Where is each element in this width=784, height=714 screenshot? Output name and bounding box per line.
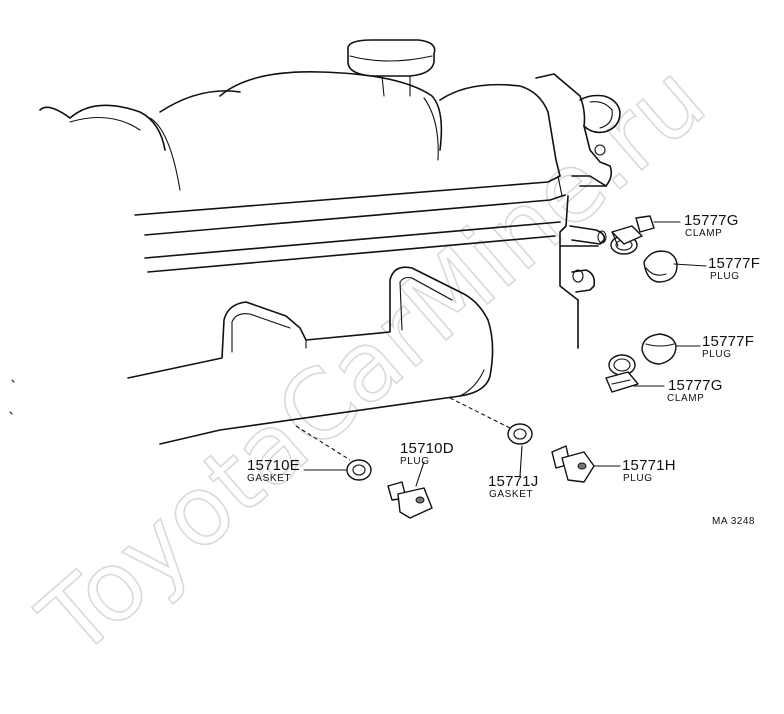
part-name: PLUG [702, 349, 732, 360]
gasket-right-part [507, 423, 533, 445]
part-name: PLUG [623, 473, 653, 484]
callout-leader-lines [303, 221, 707, 487]
callout-gasket-left: 15710E GASKET [247, 457, 300, 484]
part-number: 15777F [702, 333, 754, 350]
plug-right-part [551, 445, 595, 483]
clamp-upper-part [610, 215, 655, 255]
callout-clamp-upper: 15777G CLAMP [684, 212, 739, 239]
part-number: 15710E [247, 457, 300, 474]
part-number: 15777G [668, 377, 723, 394]
part-name: CLAMP [685, 228, 722, 239]
plug-upper-part [643, 250, 678, 283]
gasket-left-part [346, 459, 372, 481]
part-number: 15771J [488, 473, 538, 490]
part-number: 15777G [684, 212, 739, 229]
callout-plug-lower: 15777F PLUG [702, 333, 754, 360]
engine-block-outline [9, 39, 621, 445]
part-name: PLUG [400, 456, 430, 467]
part-name: PLUG [710, 271, 740, 282]
clamp-lower-part [605, 354, 639, 393]
part-number: 15771H [622, 457, 676, 474]
part-name: CLAMP [667, 393, 704, 404]
part-number: 15777F [708, 255, 760, 272]
plug-left-part [387, 481, 433, 519]
callout-plug-left: 15710D PLUG [400, 440, 454, 467]
plug-lower-part [641, 333, 677, 365]
callout-clamp-lower: 15777G CLAMP [667, 377, 723, 404]
diagram-code: MA 3248 [712, 516, 755, 527]
callout-gasket-right: 15771J GASKET [488, 473, 538, 500]
callout-plug-right: 15771H PLUG [622, 457, 676, 484]
part-name: GASKET [489, 489, 533, 500]
part-number: 15710D [400, 440, 454, 457]
callout-plug-upper: 15777F PLUG [708, 255, 760, 282]
assembly-leader-lines [295, 397, 511, 461]
part-name: GASKET [247, 473, 291, 484]
